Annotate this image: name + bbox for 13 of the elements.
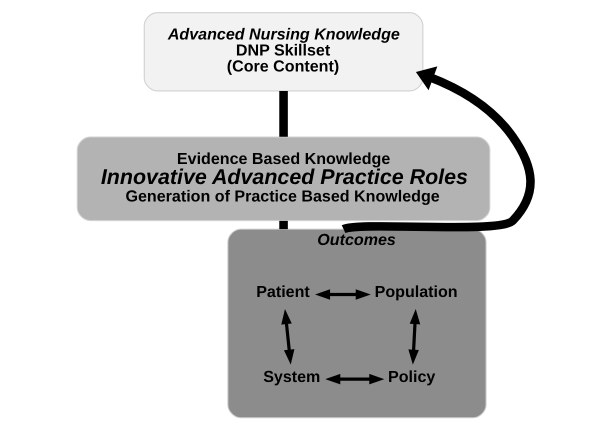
- arrow: [325, 374, 384, 384]
- node-text: Patient: [256, 283, 310, 302]
- node-box: Advanced Nursing Knowledge DNP Skillset (Core Content): [144, 12, 424, 92]
- arrow: [408, 309, 420, 365]
- node-text: Policy: [388, 368, 436, 386]
- node-text: System: [263, 368, 320, 386]
- arrow: [315, 289, 371, 300]
- arrow: [342, 66, 535, 234]
- connector: [279, 91, 288, 137]
- arrow: [281, 309, 294, 365]
- connector: [279, 220, 288, 230]
- node-box: Evidence Based Knowledge Innovative Advanced Practice Roles Generation of Practice Based Knowledge: [76, 136, 490, 222]
- node-text: Population: [374, 283, 458, 302]
